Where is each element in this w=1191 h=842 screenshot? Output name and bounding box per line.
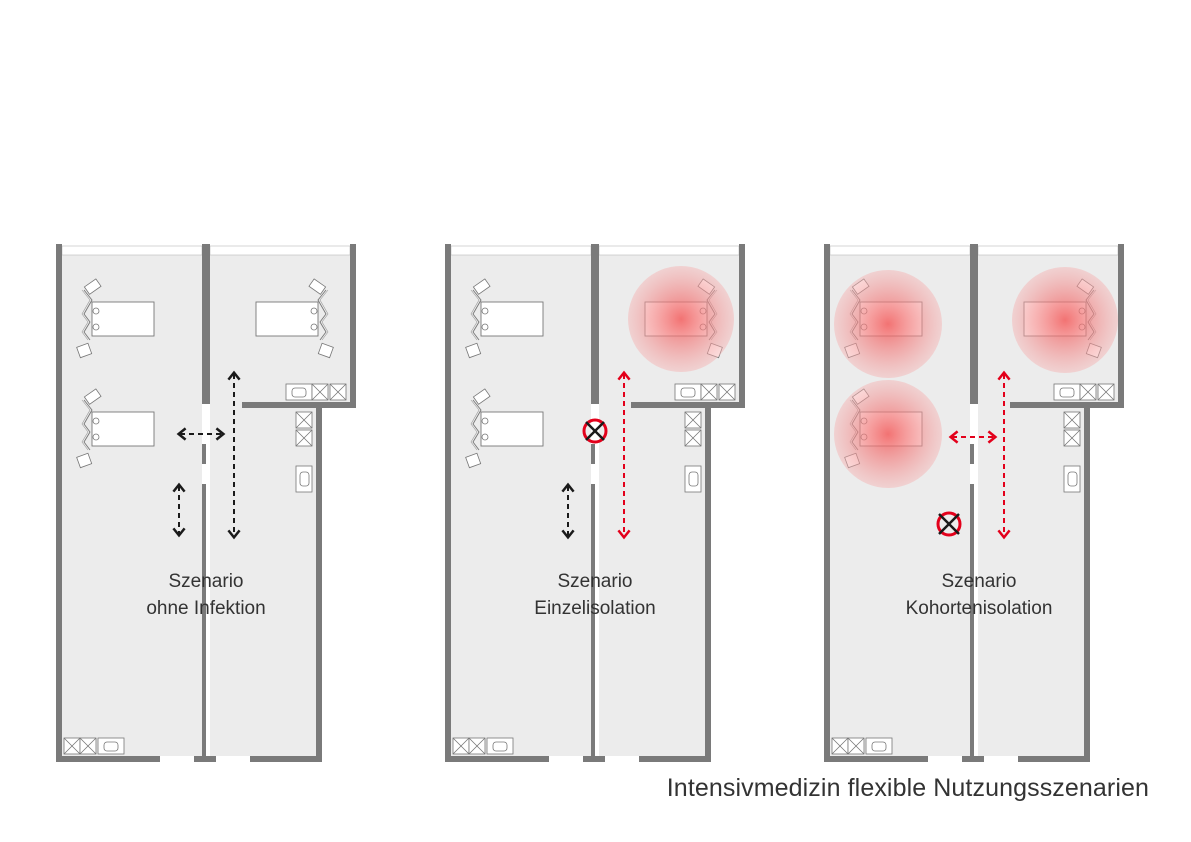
plan-scenario-1 [56, 244, 356, 762]
scenario-caption-3: Szenario Kohortenisolation [849, 568, 1109, 622]
arrows-scenario-3 [948, 370, 1011, 540]
scenario-name: Kohortenisolation [905, 598, 1053, 619]
scenario-label: Szenario [168, 571, 244, 592]
scenario-label: Szenario [557, 571, 633, 592]
scenario-label: Szenario [941, 571, 1017, 592]
page-title: Intensivmedizin flexible Nutzungsszenari… [666, 774, 1149, 802]
infection-zone [1012, 267, 1118, 373]
infection-zone [834, 380, 942, 488]
circle-cross-icon [582, 418, 608, 444]
infection-zone [834, 270, 942, 378]
circle-cross-icon [936, 511, 962, 537]
scenario-name: Einzelisolation [534, 598, 656, 619]
arrows-scenario-2 [561, 370, 631, 540]
scenario-caption-1: Szenario ohne Infektion [76, 568, 336, 622]
arrows-scenario-1 [172, 370, 241, 540]
scenario-caption-2: Szenario Einzelisolation [465, 568, 725, 622]
infection-zone [628, 266, 734, 372]
scenario-name: ohne Infektion [146, 598, 266, 619]
